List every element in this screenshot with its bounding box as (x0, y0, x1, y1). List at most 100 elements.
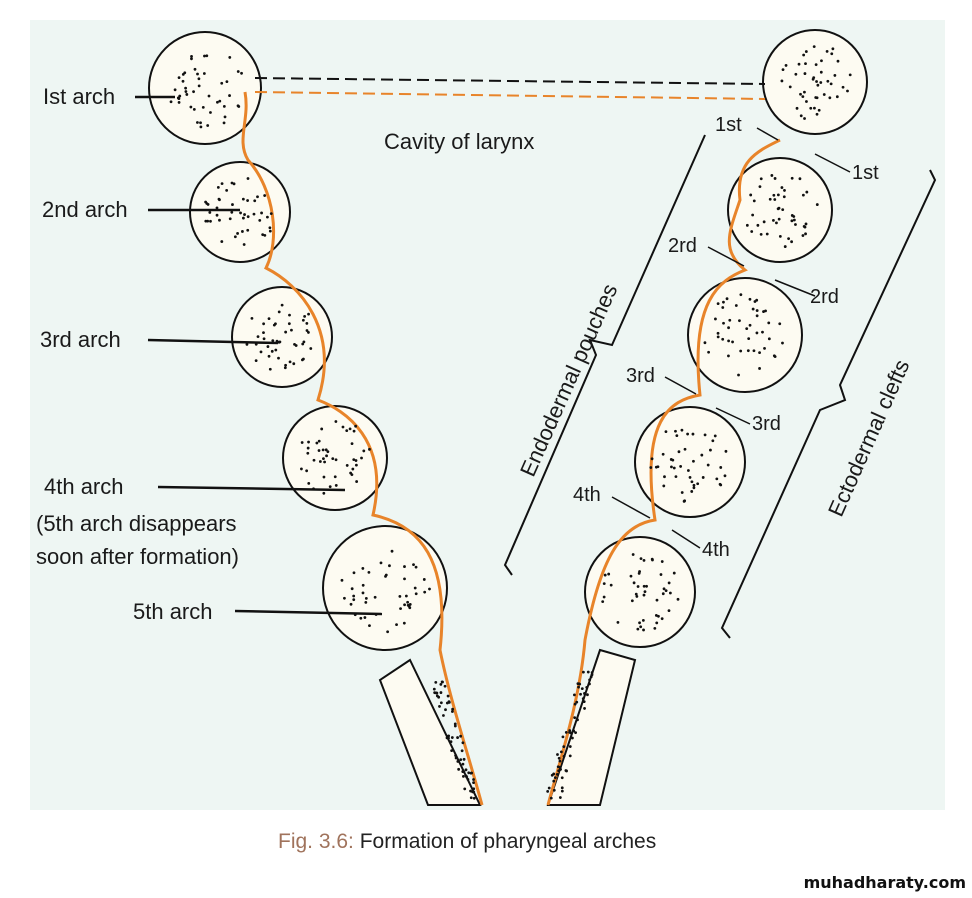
stipple-dot (558, 759, 562, 763)
stipple-dot (725, 297, 729, 301)
stipple-dot (317, 439, 321, 443)
stipple-dot (630, 599, 634, 603)
stipple-dot (241, 230, 244, 233)
stipple-dot (456, 760, 460, 763)
stipple-dot (403, 603, 406, 607)
stipple-dot (762, 310, 765, 313)
stipple-dot (601, 600, 605, 604)
stipple-dot (456, 736, 459, 739)
stipple-dot (341, 425, 345, 429)
stipple-dot (301, 342, 305, 346)
stipple-dot (261, 233, 265, 237)
stipple-dot (237, 105, 241, 108)
label-3rd-arch: 3rd arch (40, 327, 121, 352)
stipple-dot (451, 707, 455, 711)
stipple-dot (350, 587, 354, 591)
dashed-line-orange (254, 91, 766, 100)
stipple-dot (441, 680, 444, 684)
left-arch-chain (148, 31, 482, 806)
stipple-dot (765, 232, 769, 236)
stipple-dot (639, 557, 643, 561)
stipple-dot (398, 594, 402, 598)
stipple-dot (691, 432, 695, 436)
stipple-dot (328, 485, 332, 489)
stipple-dot (307, 312, 310, 316)
stipple-dot (687, 469, 690, 472)
stipple-dot (223, 115, 227, 119)
stipple-dot (472, 796, 476, 800)
stipple-dot (727, 339, 730, 343)
stipple-dot (325, 454, 328, 458)
stipple-dot (755, 314, 759, 318)
stipple-dot (349, 471, 353, 475)
stipple-dot (778, 235, 782, 238)
stipple-dot (562, 754, 566, 758)
stipple-dot (283, 366, 287, 370)
stipple-dot (558, 765, 562, 769)
stipple-dot (734, 304, 738, 307)
stipple-dot (780, 186, 784, 189)
caption-text: Formation of pharyngeal arches (359, 830, 657, 853)
stipple-dot (225, 188, 229, 192)
stipple-dot (196, 72, 199, 76)
cleft-4th: 4th (702, 539, 730, 561)
stipple-dot (731, 340, 734, 344)
stipple-dot (207, 94, 211, 98)
stipple-dot (711, 439, 715, 443)
stipple-dot (719, 466, 723, 469)
stipple-dot (585, 685, 589, 689)
stipple-dot (580, 687, 584, 691)
stipple-dot (462, 770, 466, 774)
stipple-dot (225, 80, 229, 84)
stipple-dot (334, 484, 338, 487)
stipple-dot (350, 442, 354, 445)
stipple-dot (753, 300, 757, 303)
stipple-dot (253, 199, 257, 203)
stipple-dot (728, 318, 732, 322)
stipple-dot (670, 465, 673, 469)
stipple-dot (462, 757, 466, 761)
stipple-dot (439, 682, 443, 686)
stipple-dot (190, 57, 193, 61)
stipple-dot (804, 232, 807, 236)
stipple-dot (461, 741, 465, 745)
stipple-dot (801, 234, 805, 237)
stipple-dot (696, 482, 700, 486)
stipple-dot (653, 626, 657, 630)
stipple-dot (546, 789, 550, 793)
stipple-dot (352, 458, 356, 461)
stipple-dot (169, 100, 173, 104)
stipple-dot (578, 682, 582, 686)
stipple-dot (236, 232, 239, 235)
stipple-dot (830, 52, 834, 56)
stipple-dot (679, 465, 683, 468)
stipple-dot (439, 701, 443, 705)
stipple-dot (660, 560, 664, 563)
stipple-dot (777, 217, 781, 221)
stipple-dot (781, 68, 785, 72)
stipple-dot (277, 340, 281, 344)
stipple-dot (767, 321, 771, 325)
stipple-dot (288, 313, 291, 317)
stipple-dot (762, 220, 766, 224)
stipple-dot (442, 714, 445, 717)
stipple-dot (422, 578, 426, 581)
stipple-dot (692, 483, 696, 487)
stipple-dot (562, 745, 566, 749)
stipple-dot (797, 62, 801, 66)
stipple-dot (466, 778, 470, 781)
stipple-dot (284, 330, 288, 334)
stipple-dot (307, 481, 311, 485)
stipple-dot (354, 463, 358, 467)
stipple-dot (361, 567, 365, 570)
stipple-dot (745, 327, 749, 331)
stipple-dot (727, 354, 730, 358)
stipple-dot (334, 420, 338, 423)
label-5th-arch: 5th arch (133, 599, 213, 624)
stipple-dot (588, 682, 591, 686)
stipple-dot (228, 94, 231, 97)
stipple-dot (602, 595, 606, 599)
stipple-dot (240, 71, 243, 75)
stipple-dot (363, 616, 367, 619)
stipple-dot (462, 774, 465, 778)
